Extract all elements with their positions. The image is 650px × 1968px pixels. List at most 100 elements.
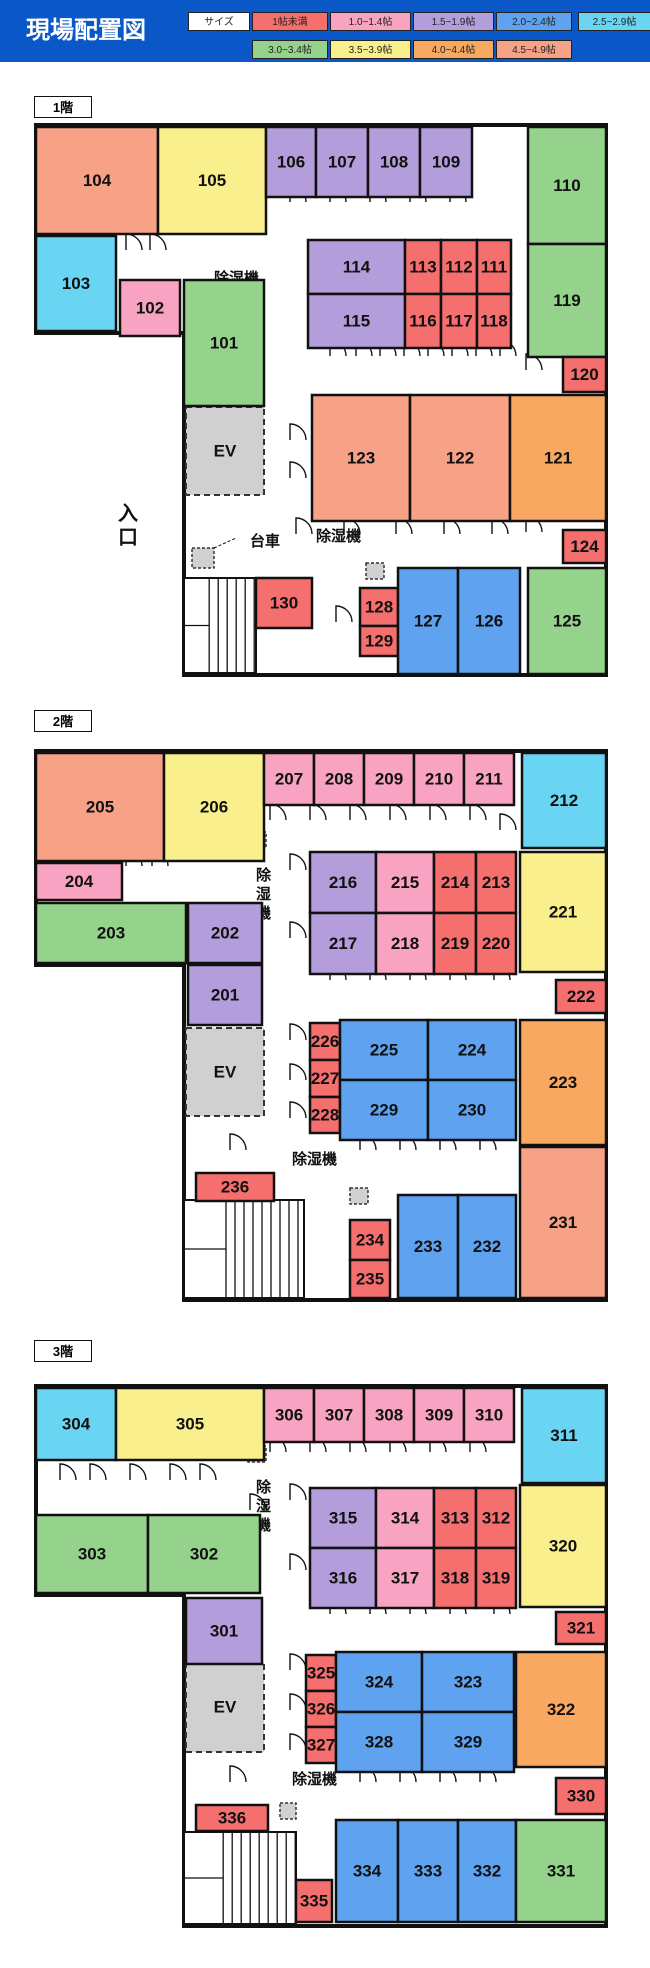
- room-number: 101: [210, 334, 238, 353]
- room-number: 315: [329, 1509, 357, 1528]
- room-number: 303: [78, 1545, 106, 1564]
- room-number: 329: [454, 1733, 482, 1752]
- room-number: 311: [550, 1426, 577, 1445]
- dehumidifier-marker: [365, 562, 385, 580]
- room-number: 211: [475, 770, 502, 789]
- room-125: [526, 566, 608, 676]
- room-number: 335: [300, 1892, 328, 1911]
- room-201: [186, 963, 264, 1027]
- floor-label-1: 1階: [34, 96, 92, 118]
- room-330: [554, 1776, 608, 1816]
- room-number: 113: [409, 258, 436, 277]
- room-126: [456, 566, 522, 676]
- room-number: 219: [441, 934, 469, 953]
- room-number: 312: [482, 1509, 510, 1528]
- room-number: 332: [473, 1862, 501, 1881]
- room-number: 122: [446, 449, 474, 468]
- room-number: 207: [275, 770, 303, 789]
- room-222: [554, 978, 608, 1015]
- room-number: 111: [481, 258, 508, 277]
- elevator-label: EV: [214, 1063, 237, 1082]
- room-number: 220: [482, 934, 510, 953]
- room-number: 331: [547, 1862, 575, 1881]
- room-112: [439, 238, 479, 296]
- legend-item: 2.0~2.4帖: [496, 12, 572, 31]
- room-number: 221: [549, 903, 577, 922]
- door-swing: [289, 853, 307, 871]
- room-number: 107: [328, 153, 356, 172]
- room-number: 109: [432, 153, 460, 172]
- room-216: [308, 850, 378, 915]
- room-number: 327: [307, 1736, 335, 1755]
- door-swing: [289, 1483, 307, 1501]
- door-swing: [129, 1463, 147, 1481]
- room-number: 309: [425, 1406, 453, 1425]
- room-number: 124: [570, 537, 599, 556]
- room-120: [561, 355, 608, 394]
- room-206: [162, 751, 266, 863]
- legend-item: 1帖未満: [252, 12, 328, 31]
- dehumidifier-marker: [349, 1187, 369, 1205]
- room-310: [462, 1386, 516, 1444]
- room-117: [439, 292, 479, 350]
- room-319: [474, 1546, 518, 1610]
- room-328: [334, 1710, 424, 1774]
- room-number: 235: [356, 1270, 384, 1289]
- room-213: [474, 850, 518, 915]
- room-number: 302: [190, 1545, 218, 1564]
- legend-item: 2.5~2.9帖: [578, 12, 650, 31]
- room-number: 306: [275, 1406, 303, 1425]
- room-number: 205: [86, 798, 114, 817]
- room-number: 325: [307, 1664, 335, 1683]
- room-number: 336: [218, 1809, 246, 1828]
- room-232: [456, 1193, 518, 1300]
- cart-marker: [191, 547, 215, 569]
- room-number: 334: [353, 1862, 382, 1881]
- room-number: 310: [475, 1406, 503, 1425]
- dehumidifier-label: 除: [256, 1478, 272, 1496]
- room-103: [34, 234, 118, 333]
- room-number: 320: [549, 1537, 577, 1556]
- room-number: 333: [414, 1862, 442, 1881]
- legend-item: 3.0~3.4帖: [252, 40, 328, 59]
- dehumidifier-label: 除湿機: [292, 1150, 337, 1168]
- room-302: [146, 1513, 262, 1595]
- room-number: 214: [441, 873, 470, 892]
- room-number: 217: [329, 934, 357, 953]
- room-220: [474, 911, 518, 976]
- door-swing: [169, 1463, 187, 1481]
- door-swing: [289, 1101, 307, 1119]
- room-number: 102: [136, 299, 164, 318]
- room-number: 110: [553, 176, 580, 195]
- room-202: [186, 901, 264, 965]
- room-number: 127: [414, 612, 442, 631]
- door-swing: [335, 605, 353, 623]
- room-number: 201: [211, 986, 239, 1005]
- room-number: 227: [311, 1069, 339, 1088]
- room-number: 104: [83, 171, 112, 190]
- room-number: 323: [454, 1673, 482, 1692]
- dehumidifier-label: 除湿機: [292, 1770, 337, 1788]
- room-number: 228: [311, 1106, 339, 1125]
- room-number: 105: [198, 171, 226, 190]
- page-title: 現場配置図: [26, 16, 146, 44]
- room-number: 103: [62, 274, 90, 293]
- door-swing: [295, 517, 313, 535]
- room-number: 234: [356, 1231, 385, 1250]
- room-number: 112: [445, 258, 472, 277]
- room-number: 222: [567, 987, 595, 1006]
- room-327: [304, 1725, 338, 1765]
- room-number: 225: [370, 1041, 398, 1060]
- room-211: [462, 751, 516, 807]
- door-swing: [289, 1063, 307, 1081]
- room-number: 224: [458, 1041, 487, 1060]
- room-219: [432, 911, 478, 976]
- room-333: [396, 1818, 460, 1924]
- room-number: 108: [380, 153, 408, 172]
- elevator: [185, 1027, 265, 1117]
- room-105: [156, 125, 268, 236]
- room-203: [34, 901, 188, 965]
- elevator-label: EV: [214, 442, 237, 461]
- door-swing: [229, 1133, 247, 1151]
- room-329: [420, 1710, 516, 1774]
